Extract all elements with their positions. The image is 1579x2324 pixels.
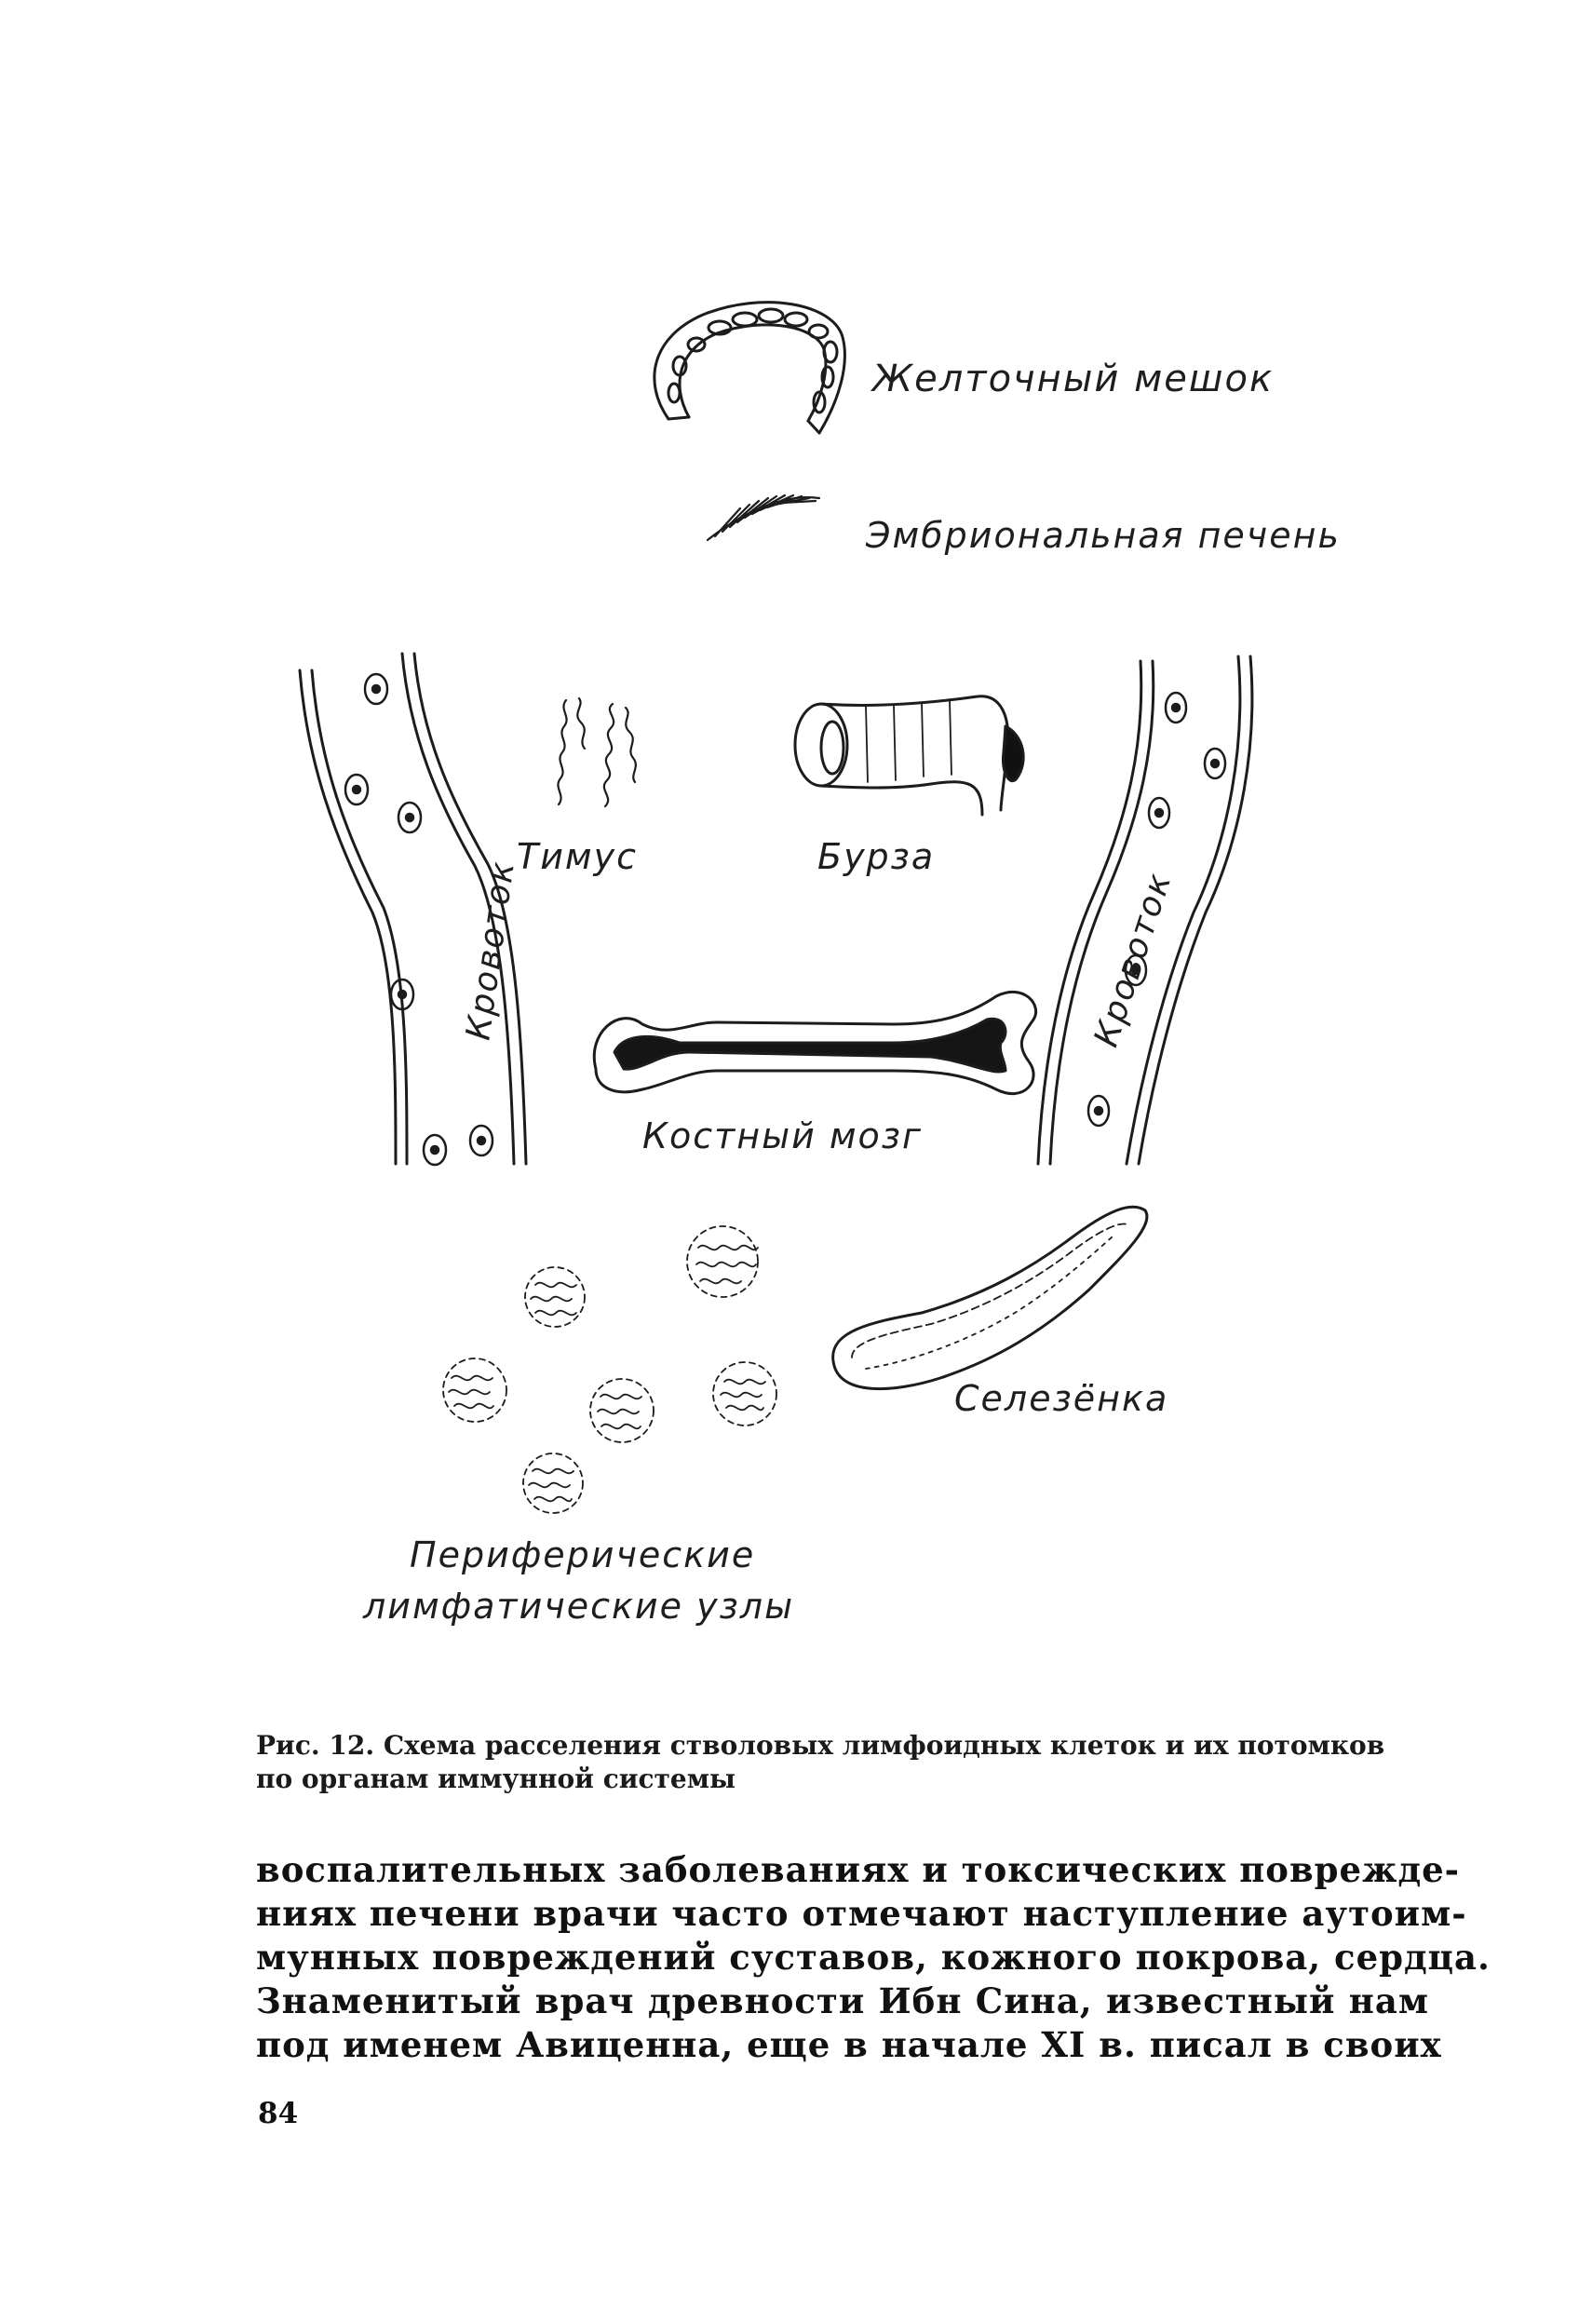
label-embryonic-liver: Эмбриональная печень xyxy=(866,515,1341,556)
caption-line: по органам иммунной системы xyxy=(256,1763,736,1794)
yolk-sac-drawing xyxy=(653,301,846,435)
lymph-node xyxy=(712,1361,777,1426)
body-line: мунных повреждений суставов, кожного пок… xyxy=(256,1937,1491,1978)
label-peripheral-nodes-line1: Периферические xyxy=(410,1534,756,1575)
label-yolk-sac: Желточный мешок xyxy=(872,358,1275,400)
body-paragraph: воспалительных заболеваниях и токсически… xyxy=(256,1848,1491,2067)
label-bone-marrow: Костный мозг xyxy=(642,1115,923,1156)
label-bursa: Бурза xyxy=(817,836,936,877)
lymph-node xyxy=(524,1266,586,1328)
body-line: воспалительных заболеваниях и токсически… xyxy=(256,1849,1461,1890)
label-thymus: Тимус xyxy=(517,836,638,877)
page-number: 84 xyxy=(258,2097,299,2130)
lymph-node xyxy=(522,1452,584,1514)
label-spleen: Селезёнка xyxy=(954,1378,1169,1419)
figure-drawing xyxy=(298,301,1254,1514)
label-peripheral-nodes-line2: лимфатические узлы xyxy=(363,1586,795,1627)
figure-illustration: Желточный мешок Эмбриональная печень Тим… xyxy=(298,301,1341,1627)
embryonic-liver-drawing xyxy=(706,493,821,542)
figure-caption: Рис. 12. Схема расселения стволовых лимф… xyxy=(256,1729,1429,1796)
body-line: Знаменитый врач древности Ибн Сина, изве… xyxy=(256,1980,1429,2021)
lymph-nodes-drawing xyxy=(442,1225,777,1514)
lymph-node xyxy=(589,1378,655,1443)
body-line: ниях печени врачи часто отмечают наступл… xyxy=(256,1893,1467,1934)
bursa-drawing xyxy=(793,695,1025,817)
lymph-node xyxy=(442,1358,507,1423)
bloodstream-left-drawing xyxy=(298,652,528,1167)
thymus-drawing xyxy=(557,696,637,808)
caption-line: Рис. 12. Схема расселения стволовых лимф… xyxy=(256,1730,1385,1761)
lymph-node xyxy=(686,1225,759,1298)
spleen-drawing xyxy=(831,1205,1149,1391)
body-line: под именем Авиценна, еще в начале XI в. … xyxy=(256,2024,1442,2065)
bloodstream-right-drawing xyxy=(1036,655,1254,1166)
bone-marrow-drawing xyxy=(592,990,1038,1096)
